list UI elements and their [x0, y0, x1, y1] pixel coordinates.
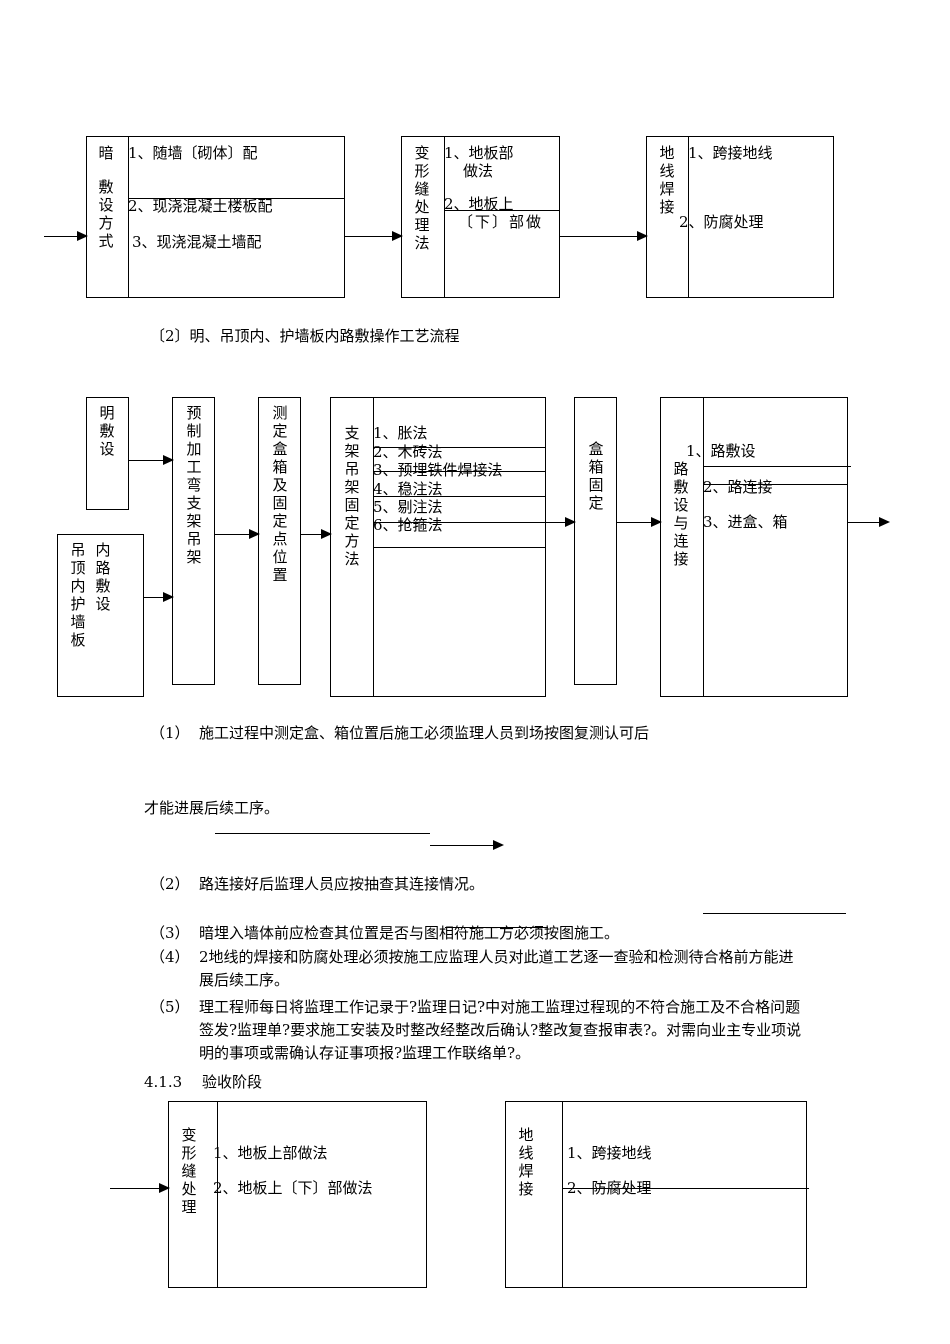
flow3-box-joint-item-2: 2、地板上〔下〕部做法: [213, 1179, 373, 1197]
note-4-num: （4）: [150, 948, 190, 966]
flow3-grounding-row-line: [562, 1188, 809, 1189]
flow2-arrow-2: [215, 529, 260, 539]
flow2-caption: 〔2〕明、吊顶内、护墙板内路敷操作工艺流程: [150, 327, 460, 345]
flow1-box-joint-item-2: 做法: [463, 162, 494, 180]
flow1-box-joint: [401, 136, 560, 298]
flow2-arrow-3: [301, 529, 332, 539]
flow1-arrow-2: [560, 231, 648, 241]
note-1-num: （1）: [150, 724, 190, 742]
flow2-arrow-ceiling: [144, 592, 174, 602]
flow3-box-joint-title: 变形缝处理: [181, 1126, 197, 1216]
flow2-bracket-item-1: 1、胀法: [373, 424, 428, 442]
note-5-text: 理工程师每日将监理工作记录于?监理日记?中对施工监理过程现的不符合施工及不合格问…: [199, 998, 802, 1062]
flow1-box-joint-item-4: 〔下〕部做: [458, 213, 544, 231]
flow2-bracket-line-1: [373, 447, 546, 448]
flow3-box-joint-item-1: 1、地板上部做法: [213, 1144, 328, 1162]
section-title: 验收阶段: [202, 1073, 263, 1091]
flow2-box-ceiling: [57, 534, 144, 697]
flow3-entry-arrow: [110, 1183, 170, 1193]
flow2-bracket-item-3: 3、预埋铁件焊接法: [373, 461, 503, 479]
flow2-box-boxfix: [574, 397, 617, 685]
flow2-exit-arrow: [848, 517, 890, 527]
flow2-box-exposed: [86, 397, 129, 510]
note-2-num: （2）: [150, 875, 190, 893]
note-4-text: 2地线的焊接和防腐处理必须按施工应监理人员对此道工艺逐一查验和检测待合格前方能进…: [199, 948, 794, 989]
flow2-bracket-line-2: [373, 471, 546, 472]
flow1-box-concealed-title-top: 暗: [98, 144, 114, 162]
stray-line-1: [215, 833, 430, 834]
flow1-box-concealed: [86, 136, 345, 298]
flow2-box-exposed-title: 明敷设: [99, 404, 115, 458]
stray-line-3: [445, 927, 548, 928]
note-1-text: 施工过程中测定盒、箱位置后施工必须监理人员到场按图复测认可后: [199, 724, 650, 742]
flow2-conduit-item-1: 1、路敷设: [686, 442, 756, 460]
flow2-bracket-item-2: 2、木砖法: [373, 443, 443, 461]
note-5-num: （5）: [150, 998, 190, 1016]
note-1-continued: 才能进展后续工序。: [144, 799, 280, 817]
flow2-arrow-4: [373, 517, 576, 527]
flow2-conduit-item-3: 3、进盒、箱: [703, 513, 788, 531]
flow2-box-ceiling-title-left: 吊顶内护墙板: [70, 541, 86, 649]
flow2-bracket-item-4: 4、稳注法: [373, 480, 443, 498]
flow1-box-grounding: [646, 136, 834, 298]
flow2-box-conduit-divider: [703, 397, 704, 697]
flow2-box-conduit: [660, 397, 848, 697]
flow3-box-grounding-item-1: 1、跨接地线: [567, 1144, 652, 1162]
flow1-box-concealed-divider: [128, 136, 129, 298]
stray-line-2: [703, 913, 846, 914]
flow1-box-grounding-item-1: 1、跨接地线: [688, 144, 773, 162]
flow1-arrow-1: [345, 231, 403, 241]
flow1-box-joint-title: 变形缝处理法: [414, 144, 430, 252]
flow3-box-grounding-item-2: 2、防腐处理: [567, 1179, 652, 1197]
flow2-bracket-line-4: [373, 547, 546, 548]
flow3-box-grounding-title: 地线焊接: [518, 1126, 534, 1198]
flow1-box-joint-item-3: 2、地板上: [444, 195, 514, 213]
flow2-box-prefab-title: 预制加工弯支架吊架: [186, 404, 202, 566]
flow2-box-prefab: [172, 397, 215, 685]
flow1-box-concealed-row-line: [128, 198, 345, 199]
note-3-text: 暗埋入墙体前应检查其位置是否与图相符施工方必须按图施工。: [199, 924, 620, 942]
flow2-box-boxfix-title: 盒箱固定: [588, 440, 604, 512]
flow1-entry-arrow: [44, 231, 88, 241]
note-2-text: 路连接好后监理人员应按抽查其连接情况。: [199, 875, 485, 893]
flow1-box-grounding-item-2: 2、防腐处理: [679, 213, 764, 231]
flow2-box-ceiling-title-right: 内路敷设: [95, 541, 111, 613]
flow2-box-measure-title: 测定盒箱及固定点位置: [272, 404, 288, 584]
note-3-num: （3）: [150, 924, 190, 942]
section-number: 4.1.3: [144, 1073, 183, 1091]
flow1-box-concealed-item-2: 2、现浇混凝土楼板配: [128, 197, 273, 215]
flow1-box-grounding-title: 地线焊接: [659, 144, 675, 216]
flow2-arrow-5: [617, 517, 662, 527]
flow2-bracket-line-3: [373, 496, 546, 497]
flow2-arrow-exposed: [129, 455, 174, 465]
flow2-conduit-line-1: [703, 466, 851, 467]
flow2-box-bracket-title: 支架吊架固定方法: [344, 424, 360, 568]
stray-arrow: [430, 840, 504, 850]
flow1-box-joint-row-line: [444, 210, 560, 211]
flow1-box-concealed-item-3: 3、现浇混凝土墙配: [132, 233, 262, 251]
flow3-box-grounding-divider: [562, 1101, 563, 1288]
flow2-conduit-item-2: 2、路连接: [703, 478, 773, 496]
flow1-box-grounding-divider: [688, 136, 689, 298]
flow1-box-joint-item-1: 1、地板部: [444, 144, 514, 162]
flow1-box-concealed-item-1: 1、随墙〔砌体〕配: [128, 144, 258, 162]
flow2-box-conduit-title: 路敷设与连接: [673, 460, 689, 568]
flow2-bracket-item-5: 5、剔注法: [373, 498, 443, 516]
flow2-box-measure: [258, 397, 301, 685]
flow1-box-concealed-title: 敷设方式: [98, 178, 114, 250]
flow3-box-joint-divider: [217, 1101, 218, 1288]
flow1-box-joint-divider: [444, 136, 445, 298]
flow3-box-joint: [168, 1101, 427, 1288]
flow2-conduit-line-2: [703, 484, 848, 485]
flow3-box-grounding: [505, 1101, 807, 1288]
flow2-bracket-item-6: 6、抢箍法: [373, 516, 443, 534]
